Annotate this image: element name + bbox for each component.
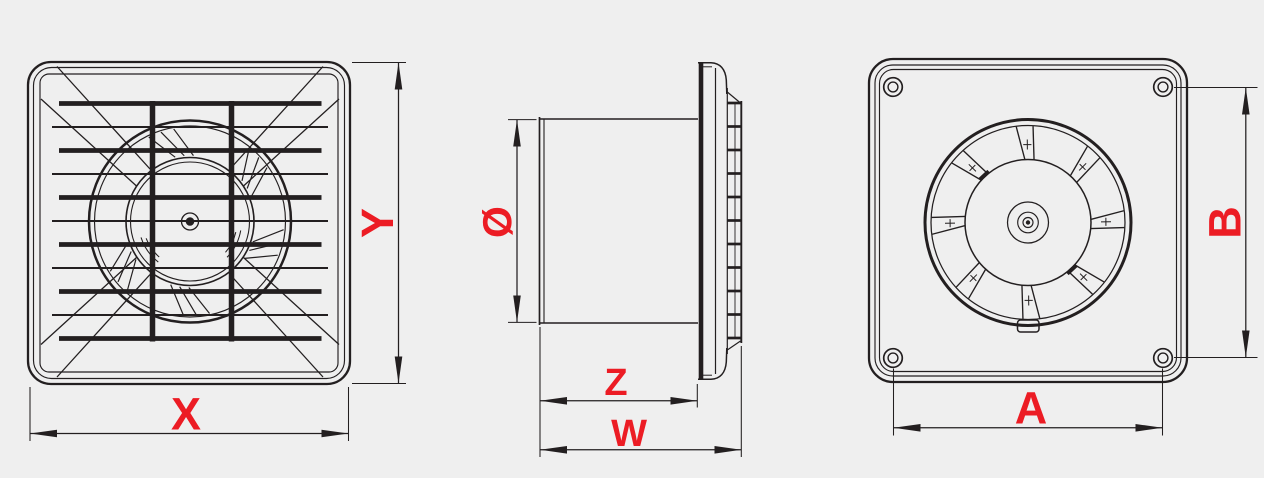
side-duct <box>538 117 698 325</box>
rear-plate-inner <box>874 64 1182 377</box>
side-panel-top-contour <box>698 61 728 95</box>
dimension-b: B <box>1174 86 1258 359</box>
side-louvers <box>726 88 743 354</box>
dimension-label-y: Y <box>352 208 403 238</box>
dimension-label-x: X <box>171 389 201 440</box>
side-louver-slats <box>727 101 742 340</box>
rear-plate-outer <box>867 57 1189 384</box>
side-panel-bottom-contour <box>698 347 728 381</box>
rear-mounting-holes <box>882 76 1174 369</box>
dimension-label-b: B <box>1200 206 1251 239</box>
front-grille-slats <box>52 101 328 342</box>
dimension-y: Y <box>352 61 406 385</box>
dimension-label-w: W <box>611 413 647 455</box>
front-frame-inner <box>32 66 346 380</box>
dimension-w: W <box>539 327 742 457</box>
front-frame-panel-edge <box>39 73 339 373</box>
dimension-a: A <box>892 368 1164 436</box>
rear-plate-inner-2 <box>878 68 1178 373</box>
dimension-diameter: Ø <box>475 119 537 323</box>
dimension-label-a: A <box>1015 383 1048 434</box>
dimension-x: X <box>29 387 350 441</box>
side-louver-top-joint <box>726 91 741 104</box>
rear-view: B A <box>867 57 1258 436</box>
dimension-label-diameter: Ø <box>475 206 521 238</box>
side-view: Ø Z W <box>475 61 743 457</box>
dimension-label-z: Z <box>604 362 627 404</box>
side-louver-bottom-joint <box>726 340 741 351</box>
front-frame-outer <box>26 60 352 386</box>
rear-impeller-hub <box>964 158 1092 287</box>
side-panel <box>698 61 728 381</box>
dimension-z: Z <box>540 362 698 408</box>
front-view-grille: X Y <box>26 60 406 441</box>
rear-impeller-ring <box>923 118 1133 327</box>
